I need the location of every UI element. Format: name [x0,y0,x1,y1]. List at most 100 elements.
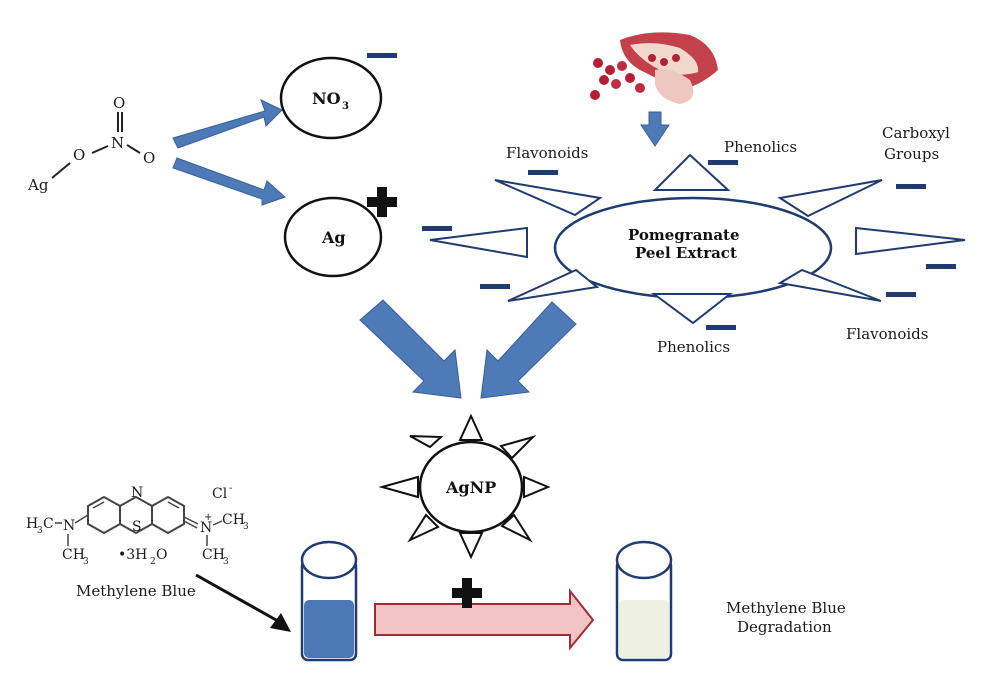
spike-left [429,226,528,259]
aril [611,79,621,89]
arrow-silver-to-agnp-icon [359,299,462,399]
bond [74,514,89,524]
hydrate-sub: 2 [150,557,156,567]
label-flavonoids-top: Flavonoids [506,144,588,162]
label-phenolics-top: Phenolics [724,138,797,156]
label-carboxyl-line1: Carboxyl [882,124,950,142]
minus-icon [422,226,452,231]
agnp-ray [378,475,419,499]
hydrate-suffix: O [156,547,167,563]
vial-top [615,540,673,580]
ring-n-label: N [131,485,143,501]
pomegranate-fragment [655,69,694,104]
minus-icon [926,264,956,269]
agnp-ray [407,513,440,543]
double-bond [92,501,105,509]
spike-bottom [650,293,733,325]
aril [635,83,645,93]
minus-icon [886,292,916,297]
agnp-ray [523,475,551,499]
right-ch-top-label: CH [222,512,245,528]
chloride-label: Cl [212,486,228,502]
agnp-ray [500,513,533,543]
arrow-extract-to-agnp-icon [480,301,577,399]
aril [648,54,656,62]
agnp-ray [499,435,537,460]
aril [605,65,615,75]
bond-n-o-right [126,144,141,154]
agnp-ray [458,532,484,560]
bond-o-n [91,145,109,154]
result-line2: Degradation [737,618,832,636]
agnp-label: AgNP [445,478,496,497]
aril [617,61,627,71]
methylene-blue-name: Methylene Blue [76,582,196,600]
arrow-to-silver-icon [172,157,286,206]
right-n-label: N [200,520,212,536]
minus-icon [708,160,738,165]
o-atom-label: O [73,146,85,164]
arrow-line [195,573,286,627]
left-n-label: N [63,518,75,534]
silver-ion-circle [283,196,383,278]
nitrate-ion: NO 3 [279,53,397,140]
label-carboxyl-line2: Groups [884,145,939,163]
o-top-atom-label: O [113,94,125,112]
label-phenolics-bottom: Phenolics [657,338,730,356]
double-bond [183,520,198,529]
aril [660,58,668,66]
silver-ion: Ag [283,187,397,278]
ring-right [151,495,185,535]
result-line1: Methylene Blue [726,599,846,617]
arrow-down-icon [640,111,670,147]
arrow-head-icon [270,613,291,632]
n-atom-label: N [111,134,124,152]
nitrate-subscript: 3 [342,101,349,112]
spike-bottom-right [777,268,882,302]
vial-top [300,540,358,580]
left-ch-sub: 3 [83,557,89,567]
minus-icon [896,184,926,189]
spike-top [652,153,731,191]
aril [590,90,600,100]
arrow-to-nitrate-icon [172,99,283,149]
spike-right [855,226,966,256]
plus-icon [367,187,397,217]
pomegranate-extract: Pomegranate Peel Extract Flavonoids Phen… [422,124,966,356]
extract-title-line1: Pomegranate [628,226,740,244]
o-right-atom-label: O [143,149,155,167]
vial-liquid-blue [304,600,354,658]
plus-icon [452,578,482,608]
process-arrow-icon [374,588,595,651]
minus-icon [528,170,558,175]
silver-nitrate-structure: Ag O N O O [27,94,155,194]
left-h-label: H [26,516,38,532]
right-ch-bottom-label: CH [202,547,225,563]
bond [212,520,223,526]
minus-icon [480,284,510,289]
aril [625,73,635,83]
aril [593,58,603,68]
pomegranate-icon [590,32,718,104]
vial-methylene-blue [300,540,358,662]
left-c-label: C [43,516,54,532]
label-flavonoids-bottom: Flavonoids [846,325,928,343]
aril [599,75,609,85]
agnp-nanoparticle: AgNP [378,413,551,560]
extract-title-line2: Peel Extract [635,244,737,262]
agnp-ray [409,435,444,449]
left-h-sub: 3 [37,526,43,536]
right-n-charge: + [204,512,212,523]
hydrate-prefix: •3H [118,547,147,563]
nitrate-label: NO [312,89,341,108]
spike-top-left [494,179,603,217]
right-ch-top-sub: 3 [243,522,249,532]
spike-bottom-left [507,268,600,302]
spike-top-right [777,179,883,218]
aril [672,54,680,62]
chloride-charge: - [229,483,232,494]
vial-degraded [615,540,673,662]
ring-s-label: S [132,519,142,535]
